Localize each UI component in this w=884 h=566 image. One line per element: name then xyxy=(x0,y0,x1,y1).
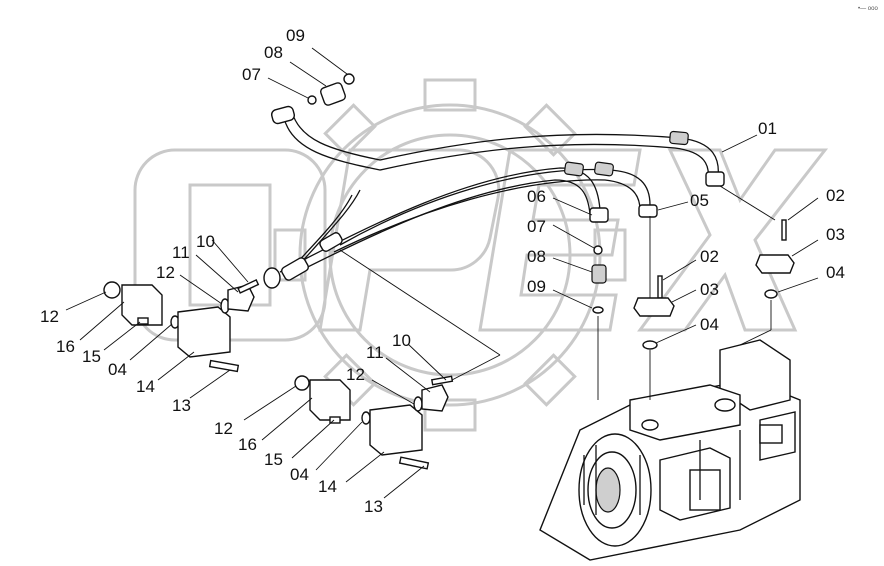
block-assembly-lower xyxy=(294,375,454,470)
callout-04-right: 04 xyxy=(826,263,845,282)
leader-lines xyxy=(65,47,819,499)
watermark xyxy=(133,78,829,432)
callout-16-lower: 16 xyxy=(238,435,257,454)
callout-07-top: 07 xyxy=(242,65,261,84)
callout-15-lower: 15 xyxy=(264,450,283,469)
callout-16-upper: 16 xyxy=(56,337,75,356)
flange-right xyxy=(755,219,795,299)
callout-03-mid: 03 xyxy=(700,280,719,299)
callout-labels: 09 08 07 01 06 07 08 09 05 02 03 04 02 0… xyxy=(40,26,845,516)
callout-08-mid: 08 xyxy=(527,247,546,266)
callout-15-upper: 15 xyxy=(82,347,101,366)
fitting-column-left xyxy=(591,245,607,314)
callout-13-upper: 13 xyxy=(172,396,191,415)
callout-11-upper: 11 xyxy=(172,243,190,262)
callout-06: 06 xyxy=(527,187,546,206)
callout-09-top: 09 xyxy=(286,26,305,45)
top-fitting-group xyxy=(307,73,355,106)
callout-02-mid: 02 xyxy=(700,247,719,266)
callout-12-lower-right: 12 xyxy=(346,365,365,384)
callout-10-lower: 10 xyxy=(392,331,411,350)
block-assembly-upper xyxy=(103,279,260,373)
callout-12-upper-left: 12 xyxy=(40,307,59,326)
callout-13-lower: 13 xyxy=(364,497,383,516)
callout-04-mid: 04 xyxy=(700,315,719,334)
callout-04-lower-block: 04 xyxy=(290,465,309,484)
callout-02-right: 02 xyxy=(826,186,845,205)
callout-04-upper-block: 04 xyxy=(108,360,127,379)
flange-middle xyxy=(633,275,675,350)
callout-07-mid: 07 xyxy=(527,217,546,236)
callout-11-lower: 11 xyxy=(366,343,384,362)
corner-mark: •— ooo xyxy=(858,6,878,12)
callout-14-lower: 14 xyxy=(318,477,337,496)
hose-assembly xyxy=(279,111,720,279)
callout-03-right: 03 xyxy=(826,225,845,244)
hydraulic-pump xyxy=(539,339,801,561)
watermark-gear xyxy=(273,78,627,432)
hose-fittings xyxy=(263,105,725,289)
callout-14-upper: 14 xyxy=(136,377,155,396)
callout-12-upper-right: 12 xyxy=(156,263,175,282)
callout-05: 05 xyxy=(690,191,709,210)
callout-10-upper: 10 xyxy=(196,232,215,251)
callout-01: 01 xyxy=(758,119,777,138)
callout-09-mid: 09 xyxy=(527,277,546,296)
callout-12-lower-left: 12 xyxy=(214,419,233,438)
callout-08-top: 08 xyxy=(264,43,283,62)
